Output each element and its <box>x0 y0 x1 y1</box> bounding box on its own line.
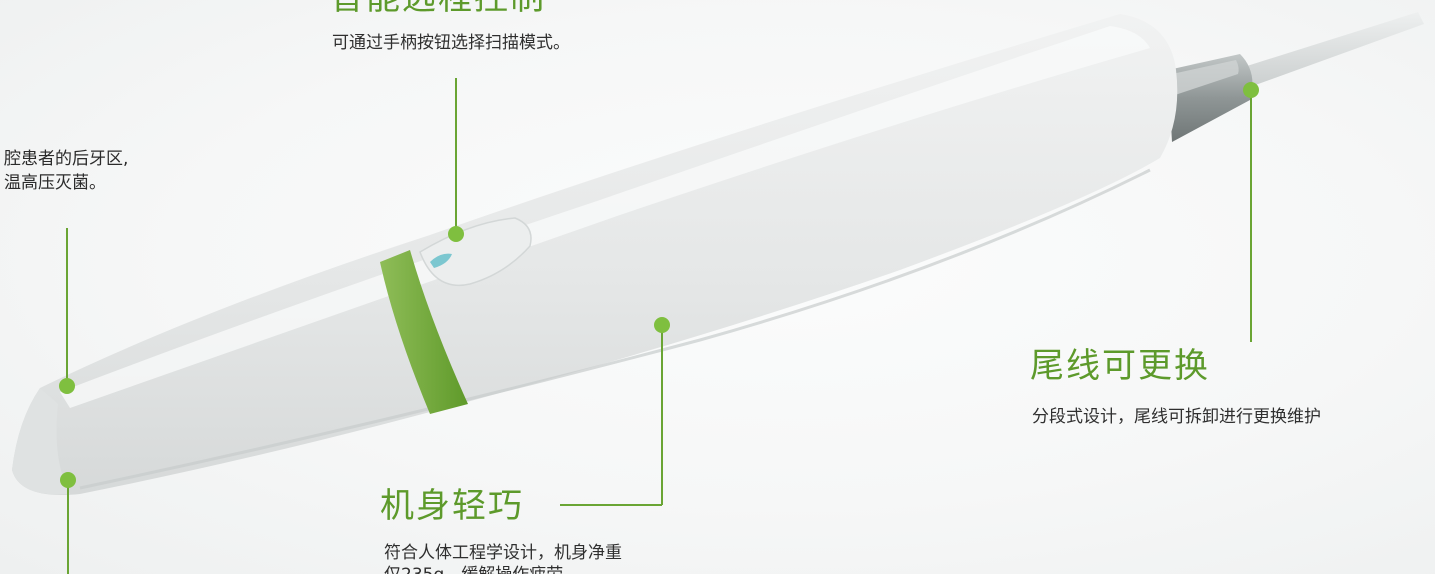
scanner-body <box>12 14 1178 495</box>
green-band <box>380 250 468 414</box>
tail-cable-desc: 分段式设计，尾线可拆卸进行更换维护 <box>1032 407 1321 427</box>
control-button-panel <box>419 217 532 286</box>
smart-control-desc: 可通过手柄按钮选择扫描模式。 <box>332 33 570 53</box>
scanner-tip-face <box>12 388 70 495</box>
light-body-desc-line2: 仅235g，缓解操作疲劳。 <box>384 564 580 574</box>
smart-control-title: 智能远程控制 <box>330 0 546 18</box>
callout-dot-tip-lower <box>60 472 76 488</box>
scan-tip-desc-line2: 温高压灭菌。 <box>4 173 106 193</box>
light-body-desc-line1: 符合人体工程学设计，机身净重 <box>384 543 622 563</box>
callout-dot-cable <box>1243 82 1259 98</box>
scan-tip-desc-line1: 腔患者的后牙区, <box>4 149 129 169</box>
callout-dot-button <box>448 226 464 242</box>
callout-dot-body <box>654 317 670 333</box>
light-body-title: 机身轻巧 <box>380 486 524 526</box>
tail-cable-title: 尾线可更换 <box>1030 346 1210 386</box>
tail-cable <box>1228 12 1424 92</box>
control-button <box>430 253 452 268</box>
callout-dot-tip-upper <box>59 378 75 394</box>
